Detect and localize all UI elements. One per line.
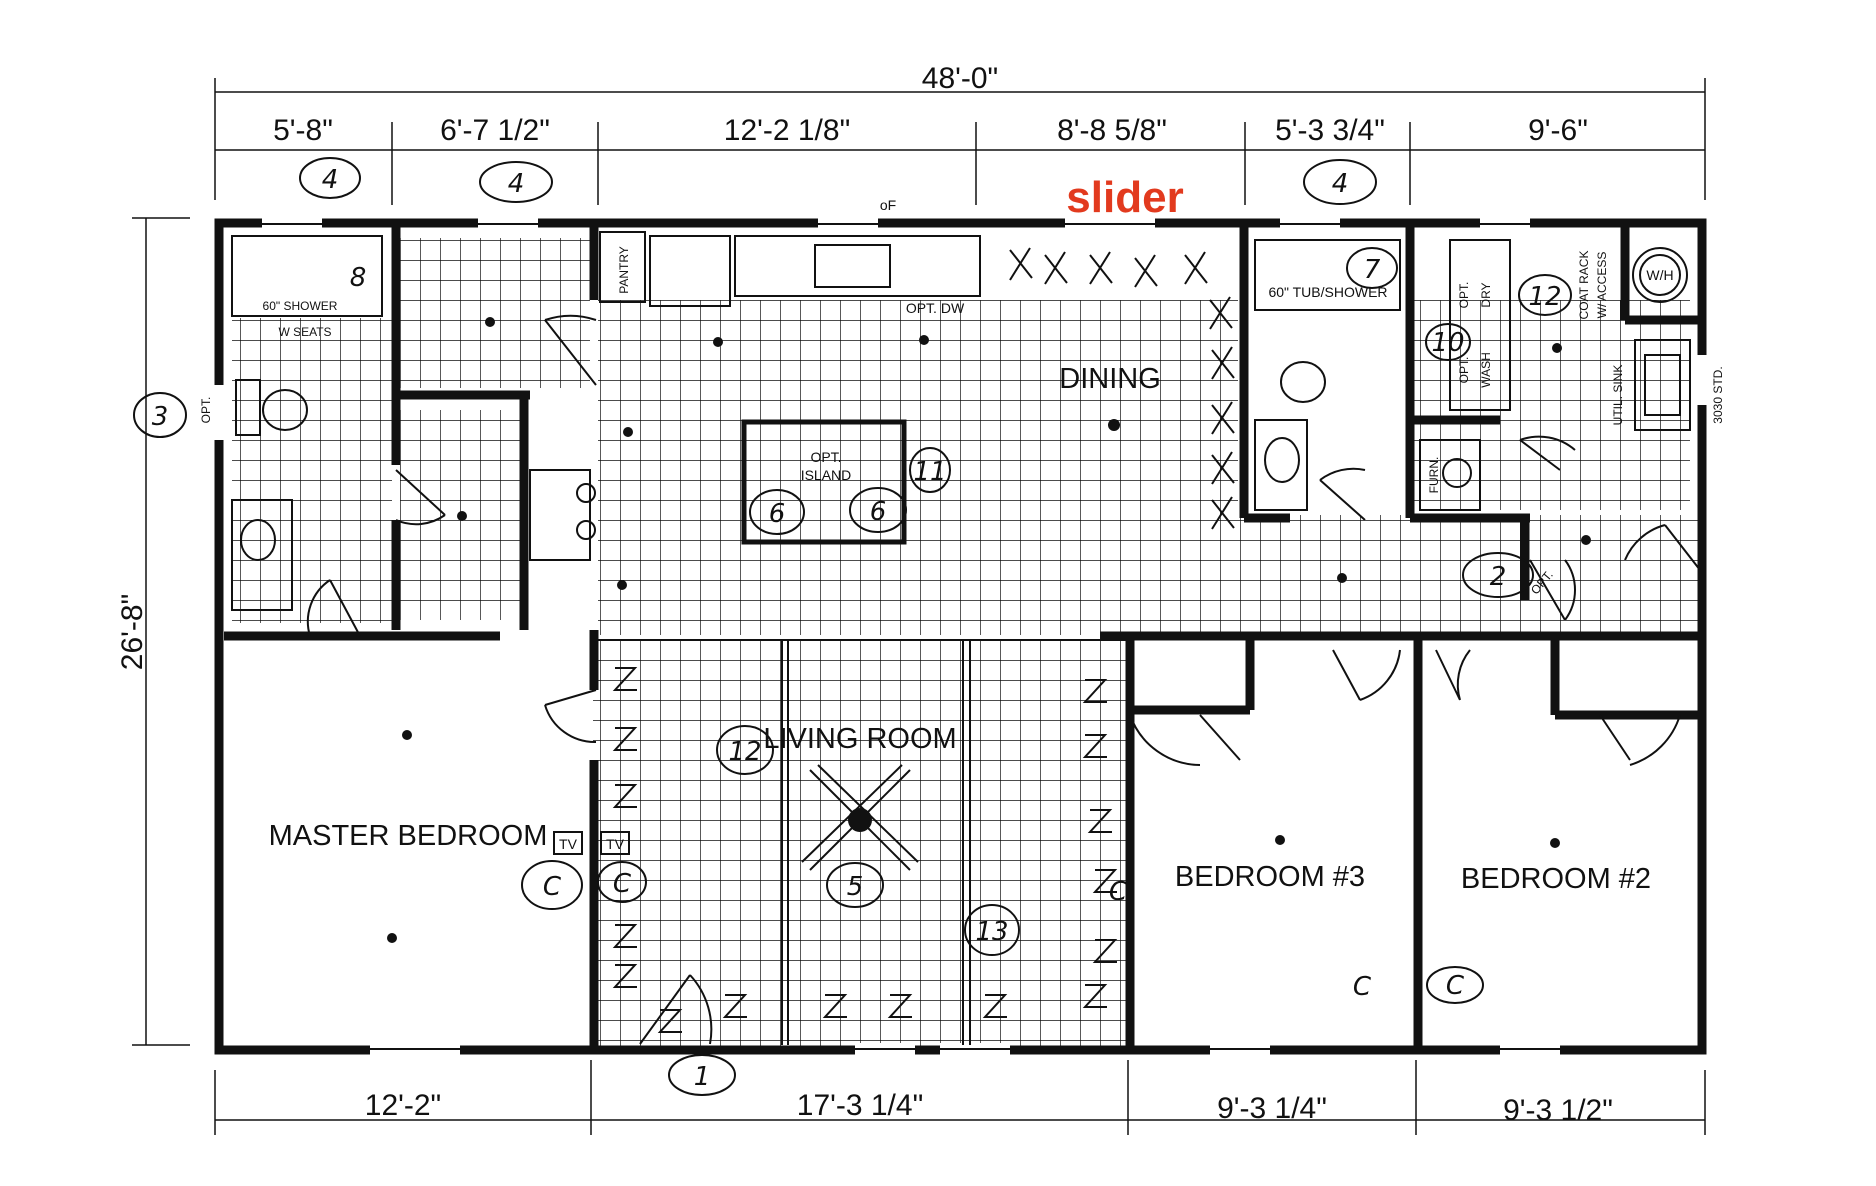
label-shower: 60" SHOWER: [263, 299, 338, 313]
label-furnace: FURN.: [1427, 457, 1441, 494]
marker-12a: 12: [1528, 282, 1561, 312]
marker-4a: 4: [322, 165, 339, 195]
label-fan-marker: oF: [880, 197, 896, 213]
marker-c5: C: [1109, 877, 1128, 907]
dimension-labels: 48'-0" 5'-8" 6'-7 1/2" 12'-2 1/8" 8'-8 5…: [116, 62, 1613, 1127]
label-opt-left: OPT.: [199, 397, 213, 424]
marker-8: 8: [350, 263, 367, 293]
doors: [306, 314, 1701, 1045]
ceiling-fan-icon: [801, 764, 919, 871]
label-pantry: PANTRY: [617, 246, 631, 294]
dim-bottom-3: 9'-3 1/4": [1217, 1092, 1327, 1125]
label-shower-seats: W SEATS: [278, 325, 331, 339]
dim-top-2: 6'-7 1/2": [440, 114, 550, 147]
label-water-heater: W/H: [1646, 267, 1673, 283]
marker-6a: 6: [769, 499, 786, 529]
label-opt-dw: OPT. DW: [906, 300, 965, 316]
slider-annotation: slider: [1066, 173, 1183, 222]
slider-x-marks: [1009, 247, 1235, 530]
fixture-labels: 60" SHOWER W SEATS OPT. PANTRY OPT. DW O…: [199, 197, 1725, 855]
marker-c2: C: [613, 869, 632, 899]
marker-11: 11: [913, 457, 946, 487]
label-opt-wash-2: WASH: [1479, 352, 1493, 388]
marker-4c: 4: [1332, 169, 1349, 199]
label-opt-wash-1: OPT.: [1457, 357, 1471, 384]
label-coat-rack-1: COAT RACK: [1577, 251, 1591, 320]
label-door-std: 3030 STD.: [1711, 366, 1725, 423]
room-label-dining: DINING: [1059, 363, 1161, 395]
marker-13: 13: [975, 917, 1008, 947]
marker-c3: C: [1353, 972, 1372, 1002]
dim-bottom-4: 9'-3 1/2": [1503, 1094, 1613, 1127]
room-label-bedroom-2: BEDROOM #2: [1461, 863, 1651, 895]
marker-3: 3: [152, 402, 169, 432]
marker-7: 7: [1364, 255, 1381, 285]
marker-5: 5: [847, 872, 864, 902]
marker-10: 10: [1431, 328, 1464, 358]
dim-top-4: 8'-8 5/8": [1057, 114, 1167, 147]
dim-bottom-2: 17'-3 1/4": [797, 1089, 923, 1122]
dim-top-3: 12'-2 1/8": [724, 114, 850, 147]
dim-overall-depth: 26'-8": [116, 594, 149, 670]
room-label-bedroom-3: BEDROOM #3: [1175, 861, 1365, 893]
marker-c1: C: [543, 872, 562, 902]
marker-c4: C: [1446, 971, 1465, 1001]
bathroom-fixtures: [231, 235, 1691, 611]
kitchen-fixtures: [529, 231, 981, 561]
label-opt-dry-1: OPT.: [1457, 282, 1471, 309]
marker-6b: 6: [870, 497, 887, 527]
label-tv-1: TV: [559, 836, 578, 852]
tiled-floors: [232, 238, 1698, 1050]
label-coat-rack-2: W/ ACCESS: [1595, 252, 1609, 319]
dim-bottom-1: 12'-2": [365, 1089, 441, 1122]
partitions: [593, 639, 1128, 1045]
dimension-lines: [132, 78, 1706, 1135]
label-tub-shower: 60" TUB/SHOWER: [1268, 284, 1387, 300]
label-opt-dry-2: DRY: [1479, 282, 1493, 307]
label-util-sink: UTIL. SINK: [1611, 365, 1625, 426]
marker-1: 1: [694, 1062, 711, 1092]
marker-12b: 12: [728, 737, 761, 767]
windows: [214, 218, 1708, 1055]
light-fixtures: [387, 317, 1591, 943]
marker-4b: 4: [508, 169, 525, 199]
marker-2: 2: [1490, 562, 1507, 592]
z-marks: [612, 667, 1118, 1033]
interior-walls: [224, 223, 1700, 1046]
room-label-master-bedroom: MASTER BEDROOM: [269, 820, 548, 852]
dim-top-1: 5'-8": [273, 114, 333, 147]
room-label-living-room: LIVING ROOM: [763, 723, 956, 755]
dim-overall-width: 48'-0": [922, 62, 998, 95]
dim-top-6: 9'-6": [1528, 114, 1588, 147]
room-labels: MASTER BEDROOM LIVING ROOM DINING BEDROO…: [269, 363, 1651, 895]
label-tv-2: TV: [606, 836, 625, 852]
label-opt-island-2: ISLAND: [801, 467, 852, 483]
handwritten-markers: 4 4 4 3 8 7 12 10 11 6 6 2 12 5 13 1 C C…: [133, 157, 1572, 1096]
label-opt-island-1: OPT.: [810, 449, 841, 465]
dim-top-5: 5'-3 3/4": [1275, 114, 1385, 147]
